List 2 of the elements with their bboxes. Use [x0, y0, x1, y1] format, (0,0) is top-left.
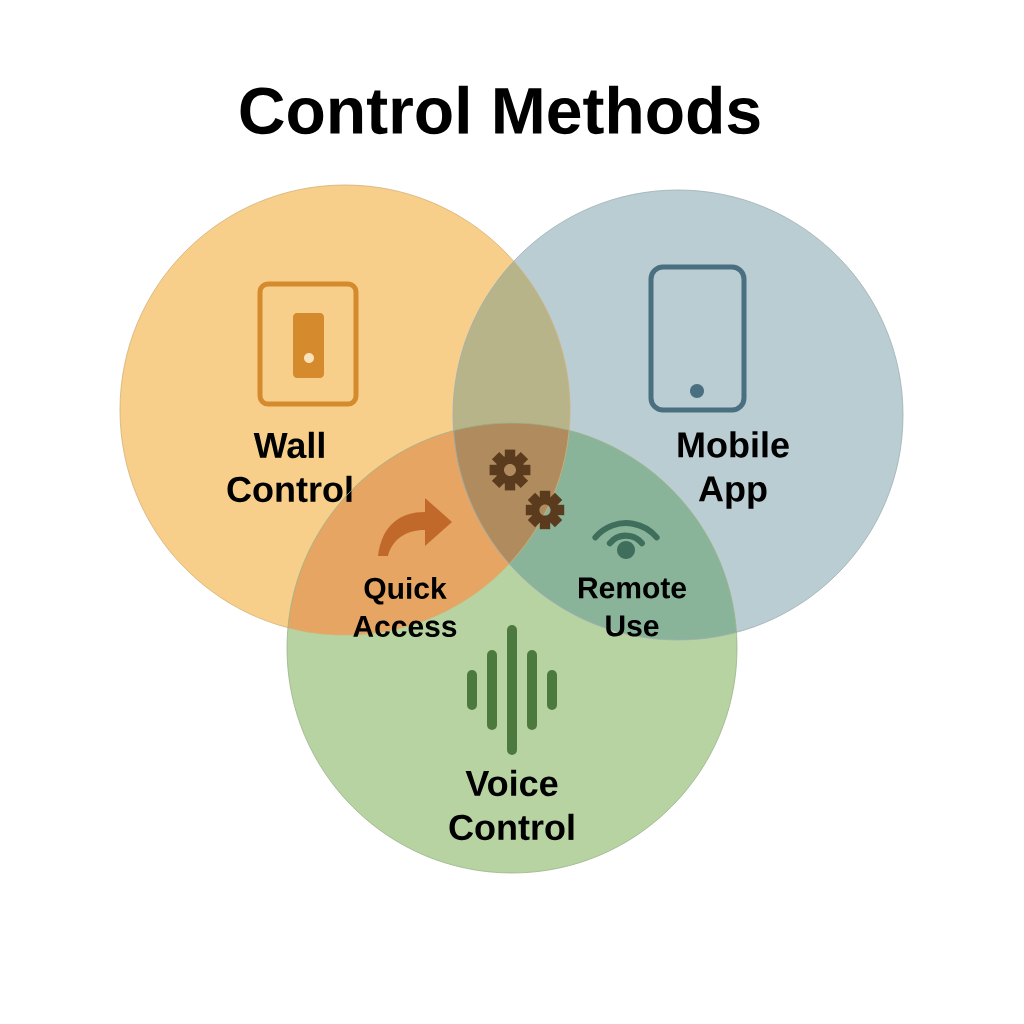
title: Control Methods [240, 85, 760, 135]
region-label: Remote Use [579, 577, 686, 637]
